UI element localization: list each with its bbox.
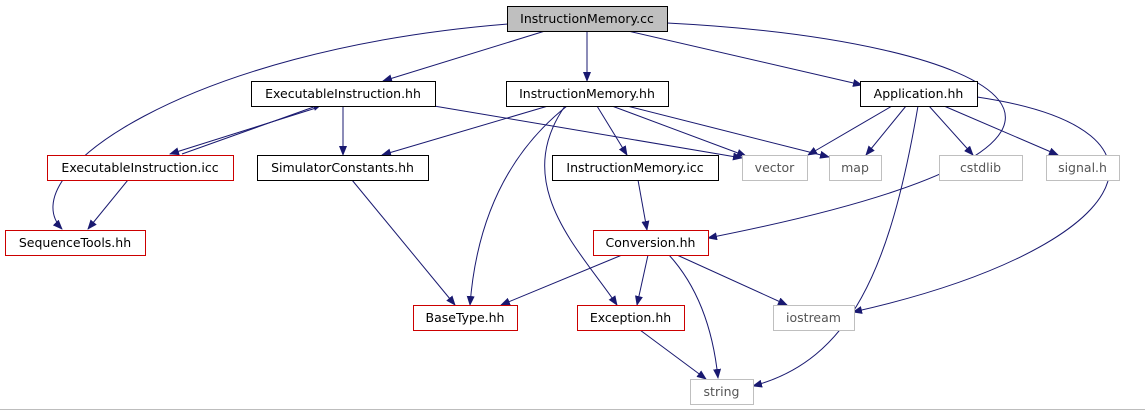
- edge-conversion-hh-to-base-type-hh: [500, 254, 623, 306]
- node-label-executable-instruction-icc: ExecutableInstruction.icc: [61, 160, 218, 175]
- node-label-conversion-hh: Conversion.hh: [606, 235, 696, 250]
- node-box-executable-instruction-hh: [251, 81, 436, 107]
- node-label-signal-h: signal.h: [1058, 160, 1107, 175]
- node-executable-instruction-hh[interactable]: ExecutableInstruction.hh: [251, 81, 436, 107]
- node-label-instruction-memory-icc: InstructionMemory.icc: [566, 160, 703, 175]
- node-instruction-memory-icc[interactable]: InstructionMemory.icc: [552, 155, 719, 181]
- edges-layer: [52, 22, 1110, 388]
- node-application-hh[interactable]: Application.hh: [860, 81, 978, 107]
- edge-instruction-memory-cc-to-executable-instruction-hh: [382, 30, 546, 83]
- node-box-conversion-hh: [593, 230, 709, 256]
- node-box-instruction-memory-icc: [552, 155, 719, 181]
- edge-executable-instruction-hh-to-vector: [433, 105, 743, 161]
- edge-application-hh-to-vector: [807, 105, 893, 156]
- node-map: map: [829, 155, 882, 181]
- node-box-exception-hh: [577, 305, 685, 331]
- node-exception-hh[interactable]: Exception.hh: [577, 305, 685, 331]
- node-label-cstdlib: cstdlib: [960, 160, 1001, 175]
- node-box-instruction-memory-hh: [506, 81, 669, 107]
- node-box-sequence-tools-hh: [5, 230, 146, 256]
- node-string: string: [690, 379, 754, 405]
- edge-application-hh-to-signal-h: [943, 105, 1059, 156]
- node-box-string: [690, 379, 754, 405]
- nodes-layer: InstructionMemory.ccExecutableInstructio…: [5, 6, 1120, 405]
- edge-executable-instruction-icc-to-executable-instruction-hh: [181, 103, 323, 155]
- edge-application-hh-to-string: [752, 105, 919, 388]
- node-signal-h: signal.h: [1046, 155, 1120, 181]
- node-label-map: map: [841, 160, 869, 175]
- edge-instruction-memory-hh-to-base-type-hh: [466, 105, 568, 306]
- edge-conversion-hh-to-exception-hh: [635, 254, 649, 306]
- node-box-instruction-memory-cc: [507, 6, 668, 32]
- edge-instruction-memory-cc-to-sequence-tools-hh: [52, 23, 509, 230]
- edge-application-hh-to-iostream: [852, 96, 1110, 314]
- node-box-iostream: [773, 305, 855, 331]
- node-simulator-constants-hh[interactable]: SimulatorConstants.hh: [257, 155, 429, 181]
- node-box-executable-instruction-icc: [47, 155, 234, 181]
- edge-application-hh-to-map: [865, 105, 907, 156]
- node-box-base-type-hh: [413, 305, 518, 331]
- node-label-string: string: [704, 384, 740, 399]
- node-box-signal-h: [1046, 155, 1120, 181]
- node-instruction-memory-hh[interactable]: InstructionMemory.hh: [506, 81, 669, 107]
- edge-instruction-memory-hh-to-simulator-constants-hh: [381, 105, 549, 157]
- edge-executable-instruction-icc-to-sequence-tools-hh: [87, 179, 129, 230]
- node-box-simulator-constants-hh: [257, 155, 429, 181]
- edge-executable-instruction-hh-to-executable-instruction-icc: [169, 107, 317, 156]
- node-box-map: [829, 155, 882, 181]
- edge-instruction-memory-hh-to-exception-hh: [544, 105, 618, 306]
- node-instruction-memory-cc: InstructionMemory.cc: [507, 6, 668, 32]
- edge-application-hh-to-cstdlib: [928, 105, 974, 156]
- node-label-vector: vector: [755, 160, 796, 175]
- node-iostream: iostream: [773, 305, 855, 331]
- edge-instruction-memory-hh-to-vector: [611, 105, 747, 157]
- node-base-type-hh[interactable]: BaseType.hh: [413, 305, 518, 331]
- edge-conversion-hh-to-iostream: [676, 254, 788, 306]
- node-executable-instruction-icc[interactable]: ExecutableInstruction.icc: [47, 155, 234, 181]
- edge-instruction-memory-cc-to-application-hh: [627, 30, 863, 87]
- node-conversion-hh[interactable]: Conversion.hh: [593, 230, 709, 256]
- node-label-iostream: iostream: [786, 310, 841, 325]
- node-label-executable-instruction-hh: ExecutableInstruction.hh: [265, 86, 421, 101]
- edge-instruction-memory-icc-to-conversion-hh: [637, 179, 650, 231]
- node-vector: vector: [742, 155, 808, 181]
- node-label-exception-hh: Exception.hh: [590, 310, 671, 325]
- node-label-instruction-memory-hh: InstructionMemory.hh: [519, 86, 655, 101]
- bottom-divider: [0, 409, 1145, 410]
- edge-exception-hh-to-string: [639, 329, 707, 380]
- node-sequence-tools-hh[interactable]: SequenceTools.hh: [5, 230, 146, 256]
- edge-instruction-memory-hh-to-instruction-memory-icc: [596, 105, 628, 156]
- node-box-application-hh: [860, 81, 978, 107]
- node-cstdlib: cstdlib: [939, 155, 1023, 181]
- node-label-application-hh: Application.hh: [874, 86, 964, 101]
- edge-instruction-memory-cc-to-conversion-hh: [666, 22, 1006, 241]
- node-box-vector: [742, 155, 808, 181]
- edge-instruction-memory-hh-to-map: [626, 105, 830, 159]
- edge-conversion-hh-to-string: [668, 254, 722, 379]
- node-label-instruction-memory-cc: InstructionMemory.cc: [520, 11, 654, 26]
- edge-simulator-constants-hh-to-base-type-hh: [351, 179, 456, 306]
- node-box-cstdlib: [939, 155, 1023, 181]
- node-label-sequence-tools-hh: SequenceTools.hh: [19, 235, 131, 250]
- node-label-base-type-hh: BaseType.hh: [426, 310, 505, 325]
- node-label-simulator-constants-hh: SimulatorConstants.hh: [271, 160, 414, 175]
